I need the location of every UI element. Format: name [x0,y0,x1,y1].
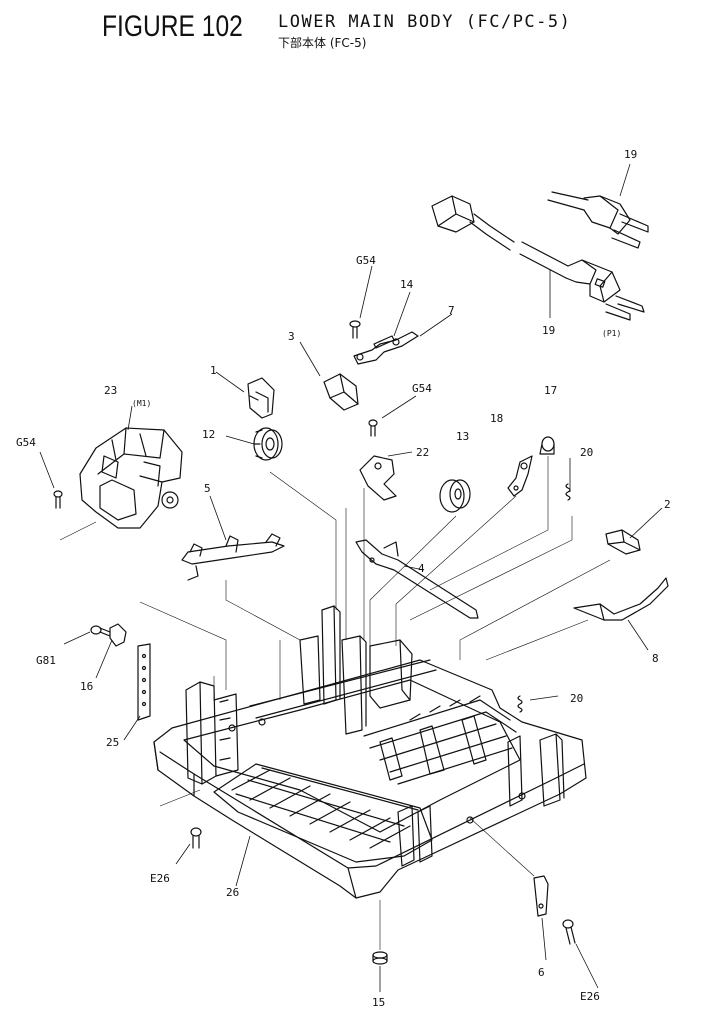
callout-labels: 19 19 (P1) G54 14 7 3 1 23 (M1) G54 17 1… [16,148,671,1009]
part-1-clip [247,377,275,419]
figure-subtitle-jp: 下部本体 (FC-5) [278,36,367,50]
lever-18 [507,455,533,497]
callout-20-lower: 20 [570,692,583,705]
callout-2: 2 [664,498,671,511]
gear-13 [439,479,471,513]
callout-14: 14 [400,278,414,291]
callout-e26-left: E26 [150,872,170,885]
callout-g54-top: G54 [356,254,376,267]
link-plate-5 [181,533,285,581]
screw-g54-top [349,320,361,339]
callout-m1: (M1) [132,399,151,408]
callout-1: 1 [210,364,217,377]
callout-3: 3 [288,330,295,343]
callout-8: 8 [652,652,659,665]
screw-e26-right [562,919,576,945]
screw-g54-mid [368,419,378,437]
callout-20-upper: 20 [580,446,593,459]
figure-number: FIGURE 102 [102,10,243,43]
callout-7: 7 [448,304,455,317]
screw-e26-left [190,827,202,849]
lower-main-body-chassis [153,605,587,899]
callout-22: 22 [416,446,429,459]
lever-8 [573,577,669,621]
bracket-2 [605,529,641,555]
callout-26: 26 [226,886,239,899]
callout-p1: (P1) [602,329,621,338]
spring-20-upper [565,483,571,501]
power-plug-upper [547,191,649,249]
lever-22 [359,455,397,501]
screw-g81 [90,625,111,637]
callout-15: 15 [372,996,385,1009]
power-cord [431,195,645,321]
callout-6: 6 [538,966,545,979]
gear-12 [253,427,283,461]
foot-15 [372,951,388,965]
callout-19-lower: 19 [542,324,555,337]
clip-16 [109,623,127,647]
callout-19-upper: 19 [624,148,637,161]
callout-23: 23 [104,384,117,397]
figure-title: LOWER MAIN BODY (FC/PC-5) [278,12,572,32]
callout-16: 16 [80,680,93,693]
motor-m1 [79,427,183,529]
bracket-6 [533,875,549,917]
callout-17: 17 [544,384,557,397]
callout-12: 12 [202,428,215,441]
callout-g54-left: G54 [16,436,36,449]
leader-lines [39,163,663,992]
leaf-spring-14-7 [353,331,419,365]
callout-g81: G81 [36,654,56,667]
plate-25 [137,643,151,721]
callout-13: 13 [456,430,469,443]
callout-25: 25 [106,736,119,749]
bracket-3 [323,373,359,411]
callout-e26-right: E26 [580,990,600,1003]
callout-4: 4 [418,562,425,575]
knob-17 [539,436,555,455]
screw-g54-left [53,490,63,509]
callout-5: 5 [204,482,211,495]
callout-18: 18 [490,412,503,425]
spring-20-lower [517,695,523,713]
callout-g54-mid: G54 [412,382,432,395]
lever-4 [355,539,479,619]
